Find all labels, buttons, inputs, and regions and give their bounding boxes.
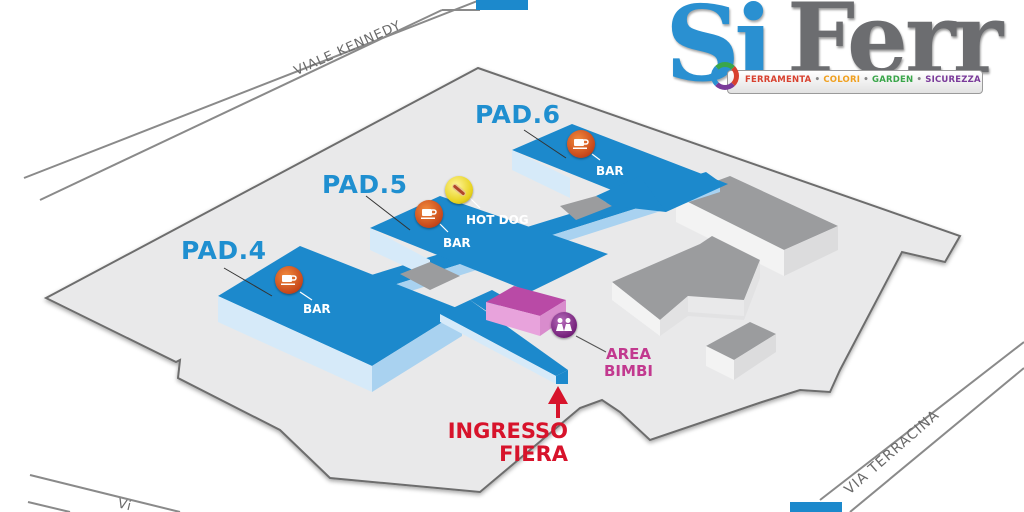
- leader-lines: [223, 129, 567, 297]
- area-bimbi-marker[interactable]: [551, 312, 577, 338]
- wrench-icon: [727, 70, 983, 94]
- bar-pad5-label: BAR: [443, 236, 471, 250]
- entrance-label[interactable]: INGRESSO FIERA: [447, 419, 568, 466]
- tagline-sicurezza: SICUREZZA: [925, 75, 981, 85]
- coffee-cup-icon: [281, 275, 297, 285]
- bar-pad4-marker[interactable]: [275, 266, 303, 294]
- pavilion-6-label[interactable]: PAD.6: [475, 100, 561, 129]
- road-label-south: Vi: [116, 496, 134, 512]
- road-marker-bottom: [790, 502, 842, 512]
- pavilion-6-roof: [512, 124, 728, 212]
- children-icon: [556, 318, 572, 331]
- siferr-logo: Si Ferr FERRAMENTA • COLORI • GARDEN • S…: [665, 0, 1003, 112]
- pavilion-5-label[interactable]: PAD.5: [322, 170, 408, 199]
- road-via-terracina: [819, 341, 1024, 512]
- logo-tagline: FERRAMENTA • COLORI • GARDEN • SICUREZZA: [745, 75, 981, 85]
- tagline-ferramenta: FERRAMENTA: [745, 75, 812, 85]
- area-bimbi-label: AREA BIMBI: [604, 345, 653, 380]
- tagline-colori: COLORI: [823, 75, 861, 85]
- coffee-cup-icon: [573, 139, 589, 149]
- arrow-up-icon: [548, 386, 568, 418]
- bar-pad6-marker[interactable]: [567, 130, 595, 158]
- pavilions: [218, 124, 728, 392]
- road-south: [27, 474, 181, 512]
- bar-pad4-label: BAR: [303, 302, 331, 316]
- hot-dog-icon: [452, 183, 466, 197]
- bar-pad6-label: BAR: [596, 164, 624, 178]
- color-ring-icon: [711, 62, 739, 90]
- icon-leader-lines: [299, 153, 601, 301]
- road-marker-top: [476, 0, 528, 10]
- hotdog-pad5-marker[interactable]: [445, 176, 473, 204]
- grey-buildings: [612, 176, 838, 380]
- tagline-garden: GARDEN: [872, 75, 914, 85]
- bimbi-leader-line: [575, 335, 607, 353]
- bar-pad5-marker[interactable]: [415, 200, 443, 228]
- road-viale-kennedy: [23, 0, 481, 201]
- pavilion-4-label[interactable]: PAD.4: [181, 236, 267, 265]
- hotdog-pad5-label: HOT DOG: [466, 213, 529, 227]
- coffee-cup-icon: [421, 209, 437, 219]
